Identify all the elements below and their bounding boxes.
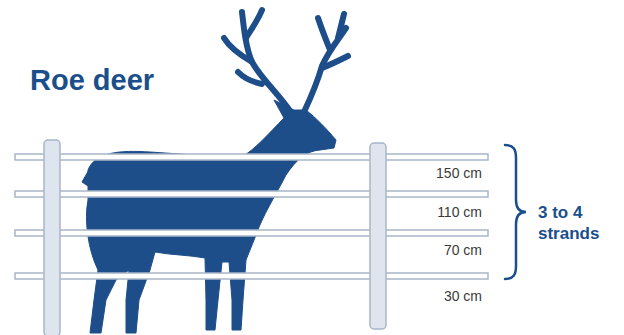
wire-strand — [15, 230, 488, 236]
height-dimension: 110 cm — [437, 204, 482, 220]
fence-posts — [44, 140, 386, 335]
fence-post — [370, 143, 386, 329]
wire-strand — [15, 154, 488, 160]
height-dimension: 70 cm — [444, 242, 482, 258]
fence-post — [44, 140, 60, 335]
height-dimension: 30 cm — [444, 288, 482, 304]
diagram-title: Roe deer — [30, 64, 154, 97]
wire-strand — [15, 273, 488, 279]
deer-silhouette — [82, 10, 348, 333]
fence-strands — [15, 154, 488, 279]
curly-bracket — [505, 145, 526, 279]
strand-count-note: 3 to 4 strands — [538, 202, 608, 244]
wire-strand — [15, 191, 488, 197]
height-dimension: 150 cm — [436, 165, 482, 181]
